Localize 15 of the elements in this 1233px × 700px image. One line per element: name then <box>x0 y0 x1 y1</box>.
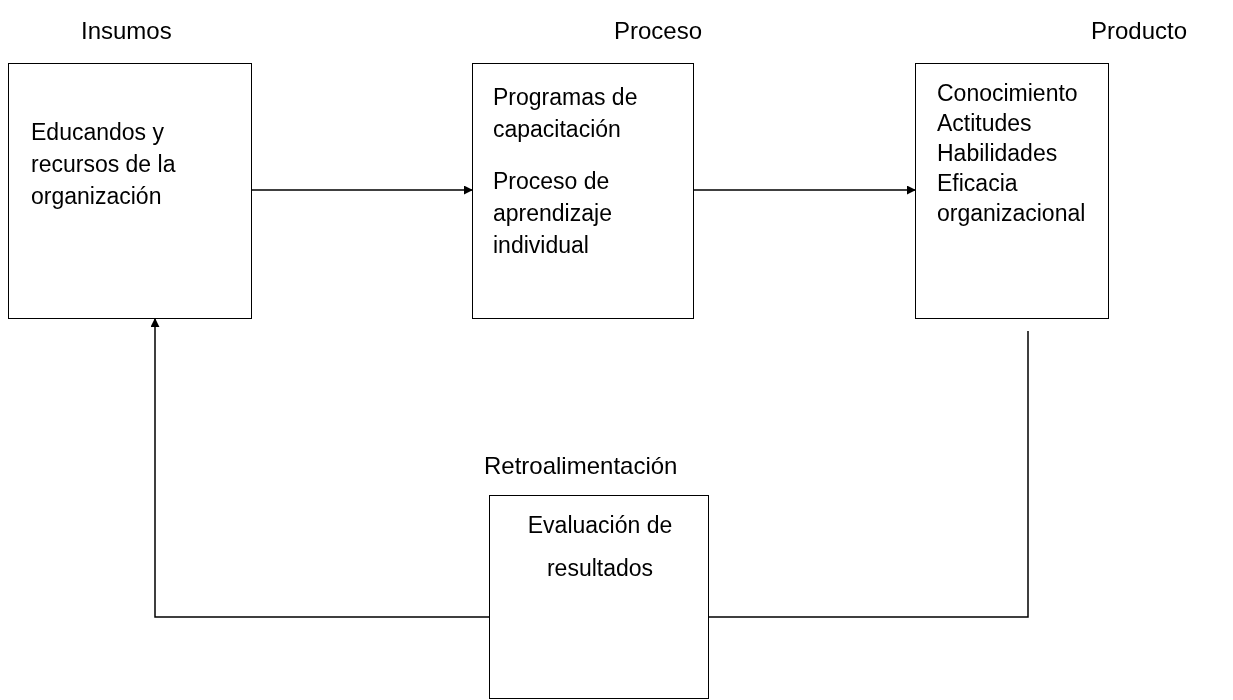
stage-heading: Insumos <box>81 16 172 46</box>
box-text: Programas de capacitación <box>493 83 639 144</box>
box-text: Eficacia organizacional <box>937 169 1087 228</box>
box-text: Actitudes <box>937 109 1033 138</box>
box-text: Evaluación de resultados <box>526 511 674 583</box>
box-text: Proceso de aprendizaje individual <box>493 167 613 260</box>
stage-heading: Producto <box>1091 16 1188 46</box>
stage-heading: Proceso <box>614 16 703 46</box>
box-text: Conocimiento <box>937 79 1079 108</box>
box-text: Educandos y recursos de la organización <box>31 118 177 211</box>
arrow <box>251 185 473 195</box>
stage-heading: Retroalimentación <box>484 451 678 481</box>
arrow <box>693 185 916 195</box>
box-text: Habilidades <box>937 139 1059 168</box>
arrow <box>150 318 490 618</box>
